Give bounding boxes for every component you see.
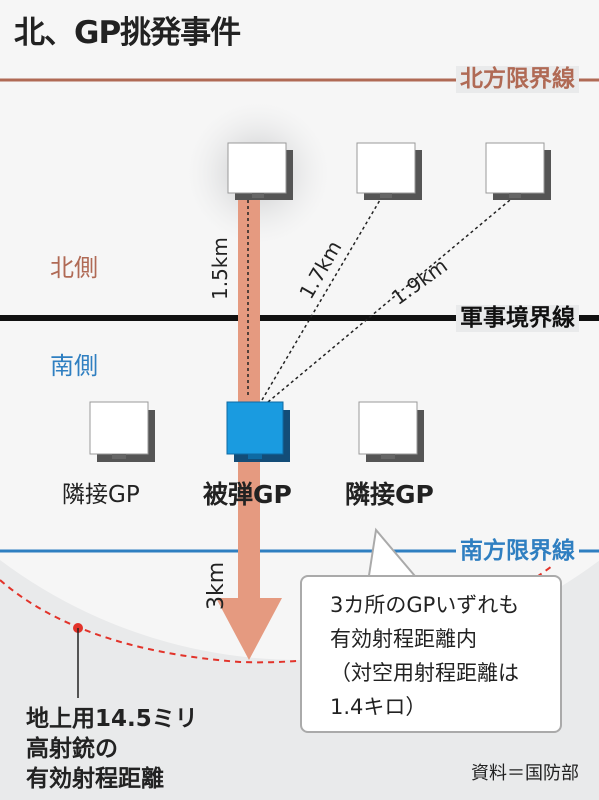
range-arrow-head [216,598,282,660]
callout-line-3: （対空用射程距離は [330,661,519,685]
north-gp-1 [227,142,293,200]
distance-1-5km: 1.5km [208,237,232,300]
callout-line-4: 1.4キロ） [330,695,427,719]
adjacent-gp-left-label: 隣接GP [62,482,140,508]
south-limit-label: 南方限界線 [456,538,579,565]
north-side-label: 北側 [50,254,98,282]
callout-box: 3カ所のGPいずれも 有効射程距離内 （対空用射程距離は 1.4キロ） [300,575,562,733]
range-area [0,0,599,660]
north-gp-2 [356,142,422,200]
callout-line-1: 3カ所のGPいずれも [330,593,520,617]
south-gp-right [358,401,424,462]
range-arrow-shaft [238,200,260,600]
callout-line-2: 有効射程距離内 [330,627,477,651]
page-title: 北、GP挑発事件 [14,15,241,51]
adjacent-gp-right-label: 隣接GP [345,480,434,509]
legend-line-2: 高射銃の [26,736,118,762]
south-gp-left [89,401,155,462]
source-note: 資料＝国防部 [471,763,579,784]
target-gp-label: 被弾GP [203,480,292,509]
north-limit-label: 北方限界線 [456,66,579,93]
north-gp-3 [485,142,551,200]
distance-3km: 3km [204,561,229,610]
dotted-line-1-9km [267,199,511,403]
legend-line-3: 有効射程距離 [26,766,164,792]
dotted-line-1-7km [261,199,381,401]
military-demarcation-label: 軍事境界線 [456,305,579,332]
legend-line-1: 地上用14.5ミリ [26,706,198,732]
south-gp-target [226,401,290,462]
south-side-label: 南側 [50,352,98,380]
